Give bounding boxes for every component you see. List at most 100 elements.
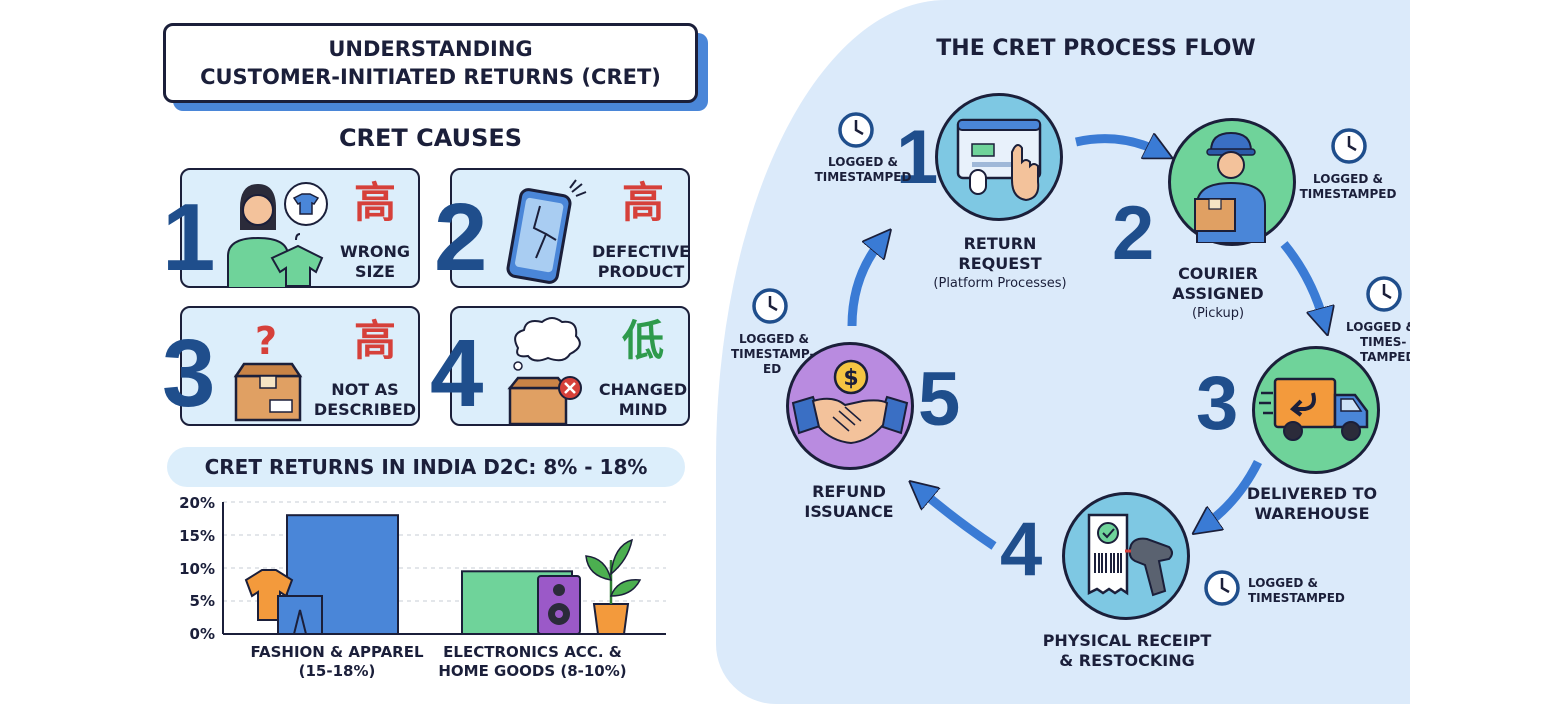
step-4-line2: & RESTOCKING bbox=[1059, 651, 1195, 670]
log-note-4: LOGGED & TIMESTAMPED bbox=[1248, 576, 1348, 606]
cause-label-4-line2: MIND bbox=[618, 400, 668, 419]
click-screen-icon bbox=[956, 118, 1042, 202]
speaker-icon bbox=[537, 575, 581, 635]
cause-level-2: 高 bbox=[622, 178, 665, 227]
log-5-line3: ED bbox=[763, 362, 782, 376]
log-note-2: LOGGED & TIMESTAMPED bbox=[1298, 172, 1398, 202]
step-label-3: DELIVERED TO WAREHOUSE bbox=[1232, 484, 1392, 524]
svg-text:$: $ bbox=[843, 366, 858, 391]
step-circle-3 bbox=[1252, 346, 1380, 474]
plant-icon bbox=[585, 538, 642, 635]
cause-level-1: 高 bbox=[354, 178, 397, 227]
clock-icon bbox=[752, 288, 788, 324]
barcode-scanner-icon bbox=[1087, 513, 1173, 597]
cause-label-2: DEFECTIVE PRODUCT bbox=[586, 242, 696, 282]
svg-text:?: ? bbox=[255, 319, 277, 363]
cracked-phone-icon bbox=[506, 179, 587, 284]
title-line-1: UNDERSTANDING bbox=[328, 37, 533, 61]
cause-label-2-line2: PRODUCT bbox=[597, 262, 685, 281]
cause-number-1: 1 bbox=[162, 184, 216, 291]
step-label-4: PHYSICAL RECEIPT & RESTOCKING bbox=[1032, 631, 1222, 671]
log-3-line2: TIMES- bbox=[1360, 335, 1407, 349]
courier-icon bbox=[1194, 131, 1266, 244]
cause-label-3: NOT AS DESCRIBED bbox=[310, 380, 420, 420]
clock-icon bbox=[1366, 276, 1402, 312]
x-category-2-line2: HOME GOODS (8-10%) bbox=[438, 662, 627, 680]
step-label-5: REFUND ISSUANCE bbox=[774, 482, 924, 522]
title-line-2: CUSTOMER-INITIATED RETURNS (CRET) bbox=[200, 65, 661, 89]
cause-card-2: DEFECTIVE PRODUCT 高 bbox=[450, 168, 690, 288]
step-1-sub: (Platform Processes) bbox=[933, 276, 1067, 291]
log-note-3: LOGGED & TIMES- TAMPED bbox=[1346, 320, 1410, 365]
question-box-icon: ? bbox=[233, 319, 303, 422]
cause-card-4: CHANGED MIND 低 bbox=[450, 306, 690, 426]
shirt-pants-icon bbox=[244, 569, 323, 635]
step-3-line2: WAREHOUSE bbox=[1254, 504, 1370, 523]
step-4-line1: PHYSICAL RECEIPT bbox=[1042, 631, 1212, 650]
clock-icon bbox=[1204, 570, 1240, 606]
causes-heading: CRET CAUSES bbox=[338, 124, 523, 152]
cause-number-2: 2 bbox=[434, 184, 488, 291]
step-circle-1 bbox=[935, 93, 1063, 221]
log-2-line2: TIMESTAMPED bbox=[1299, 187, 1397, 201]
step-circle-2 bbox=[1168, 118, 1296, 246]
cause-label-1-line1: WRONG bbox=[339, 242, 411, 261]
cause-level-3: 高 bbox=[354, 316, 397, 365]
log-4-line2: TIMESTAMPED bbox=[1248, 591, 1345, 605]
x-category-label-2: ELECTRONICS ACC. & HOME GOODS (8-10%) bbox=[425, 643, 640, 681]
step-5-line1: REFUND bbox=[812, 482, 886, 501]
title-box: UNDERSTANDING CUSTOMER-INITIATED RETURNS… bbox=[163, 23, 698, 103]
cause-card-3: ? NOT AS DESCRIBED 高 bbox=[180, 306, 420, 426]
ytick-label: 10% bbox=[179, 560, 215, 578]
cause-number-3: 3 bbox=[162, 320, 216, 427]
x-category-label-1: FASHION & APPAREL (15-18%) bbox=[237, 643, 437, 681]
cause-label-1-line2: SIZE bbox=[354, 262, 395, 281]
person-with-shirt-icon bbox=[227, 182, 328, 288]
log-5-line1: LOGGED & bbox=[739, 332, 809, 346]
log-note-5: LOGGED & TIMESTAMP- ED bbox=[731, 332, 821, 377]
cause-label-3-line1: NOT AS bbox=[331, 380, 399, 399]
log-4-line1: LOGGED & bbox=[1248, 576, 1318, 590]
ytick-label: 5% bbox=[189, 592, 215, 610]
step-1-line1: RETURN bbox=[963, 234, 1037, 253]
cause-label-4-line1: CHANGED bbox=[598, 380, 688, 399]
step-number-1: 1 bbox=[896, 115, 939, 200]
log-3-line3: TAMPED bbox=[1360, 350, 1410, 364]
cause-level-4: 低 bbox=[622, 316, 665, 365]
flow-heading: THE CRET PROCESS FLOW bbox=[936, 36, 1256, 61]
log-3-line1: LOGGED & bbox=[1346, 320, 1410, 334]
step-1-line2: REQUEST bbox=[958, 254, 1042, 273]
cause-label-3-line2: DESCRIBED bbox=[313, 400, 417, 419]
arrow-5-to-1 bbox=[847, 240, 882, 327]
step-5-line2: ISSUANCE bbox=[804, 502, 894, 521]
clock-icon bbox=[838, 112, 874, 148]
step-2-sub: (Pickup) bbox=[1191, 306, 1245, 321]
clock-icon bbox=[1331, 128, 1367, 164]
log-note-1: LOGGED & TIMESTAMPED bbox=[808, 155, 918, 185]
step-circle-4 bbox=[1062, 492, 1190, 620]
log-2-line1: LOGGED & bbox=[1313, 172, 1383, 186]
step-number-4: 4 bbox=[1000, 507, 1043, 592]
delivery-truck-icon bbox=[1259, 377, 1369, 441]
ytick-label: 0% bbox=[189, 625, 215, 643]
log-1-line1: LOGGED & bbox=[828, 155, 898, 169]
log-1-line2: TIMESTAMPED bbox=[814, 170, 912, 184]
step-number-2: 2 bbox=[1112, 191, 1155, 276]
step-3-line1: DELIVERED TO bbox=[1246, 484, 1378, 503]
arrow-1-to-2 bbox=[1075, 139, 1160, 152]
cause-number-4: 4 bbox=[430, 320, 484, 427]
returns-heading: CRET RETURNS IN INDIA D2C: 8% - 18% bbox=[167, 447, 685, 487]
thought-box-icon bbox=[507, 317, 582, 424]
step-label-1: RETURN REQUEST (Platform Processes) bbox=[900, 234, 1100, 294]
cause-label-1: WRONG SIZE bbox=[320, 242, 430, 282]
arrow-3-to-4 bbox=[1204, 459, 1263, 526]
step-label-2: COURIER ASSIGNED (Pickup) bbox=[1138, 264, 1298, 324]
step-2-line2: ASSIGNED bbox=[1172, 284, 1264, 303]
log-5-line2: TIMESTAMP- bbox=[731, 347, 815, 361]
step-number-3: 3 bbox=[1196, 361, 1239, 446]
step-circle-5: $ bbox=[786, 342, 914, 470]
cause-label-4: CHANGED MIND bbox=[588, 380, 698, 420]
x-category-1-line2: (15-18%) bbox=[298, 662, 376, 680]
